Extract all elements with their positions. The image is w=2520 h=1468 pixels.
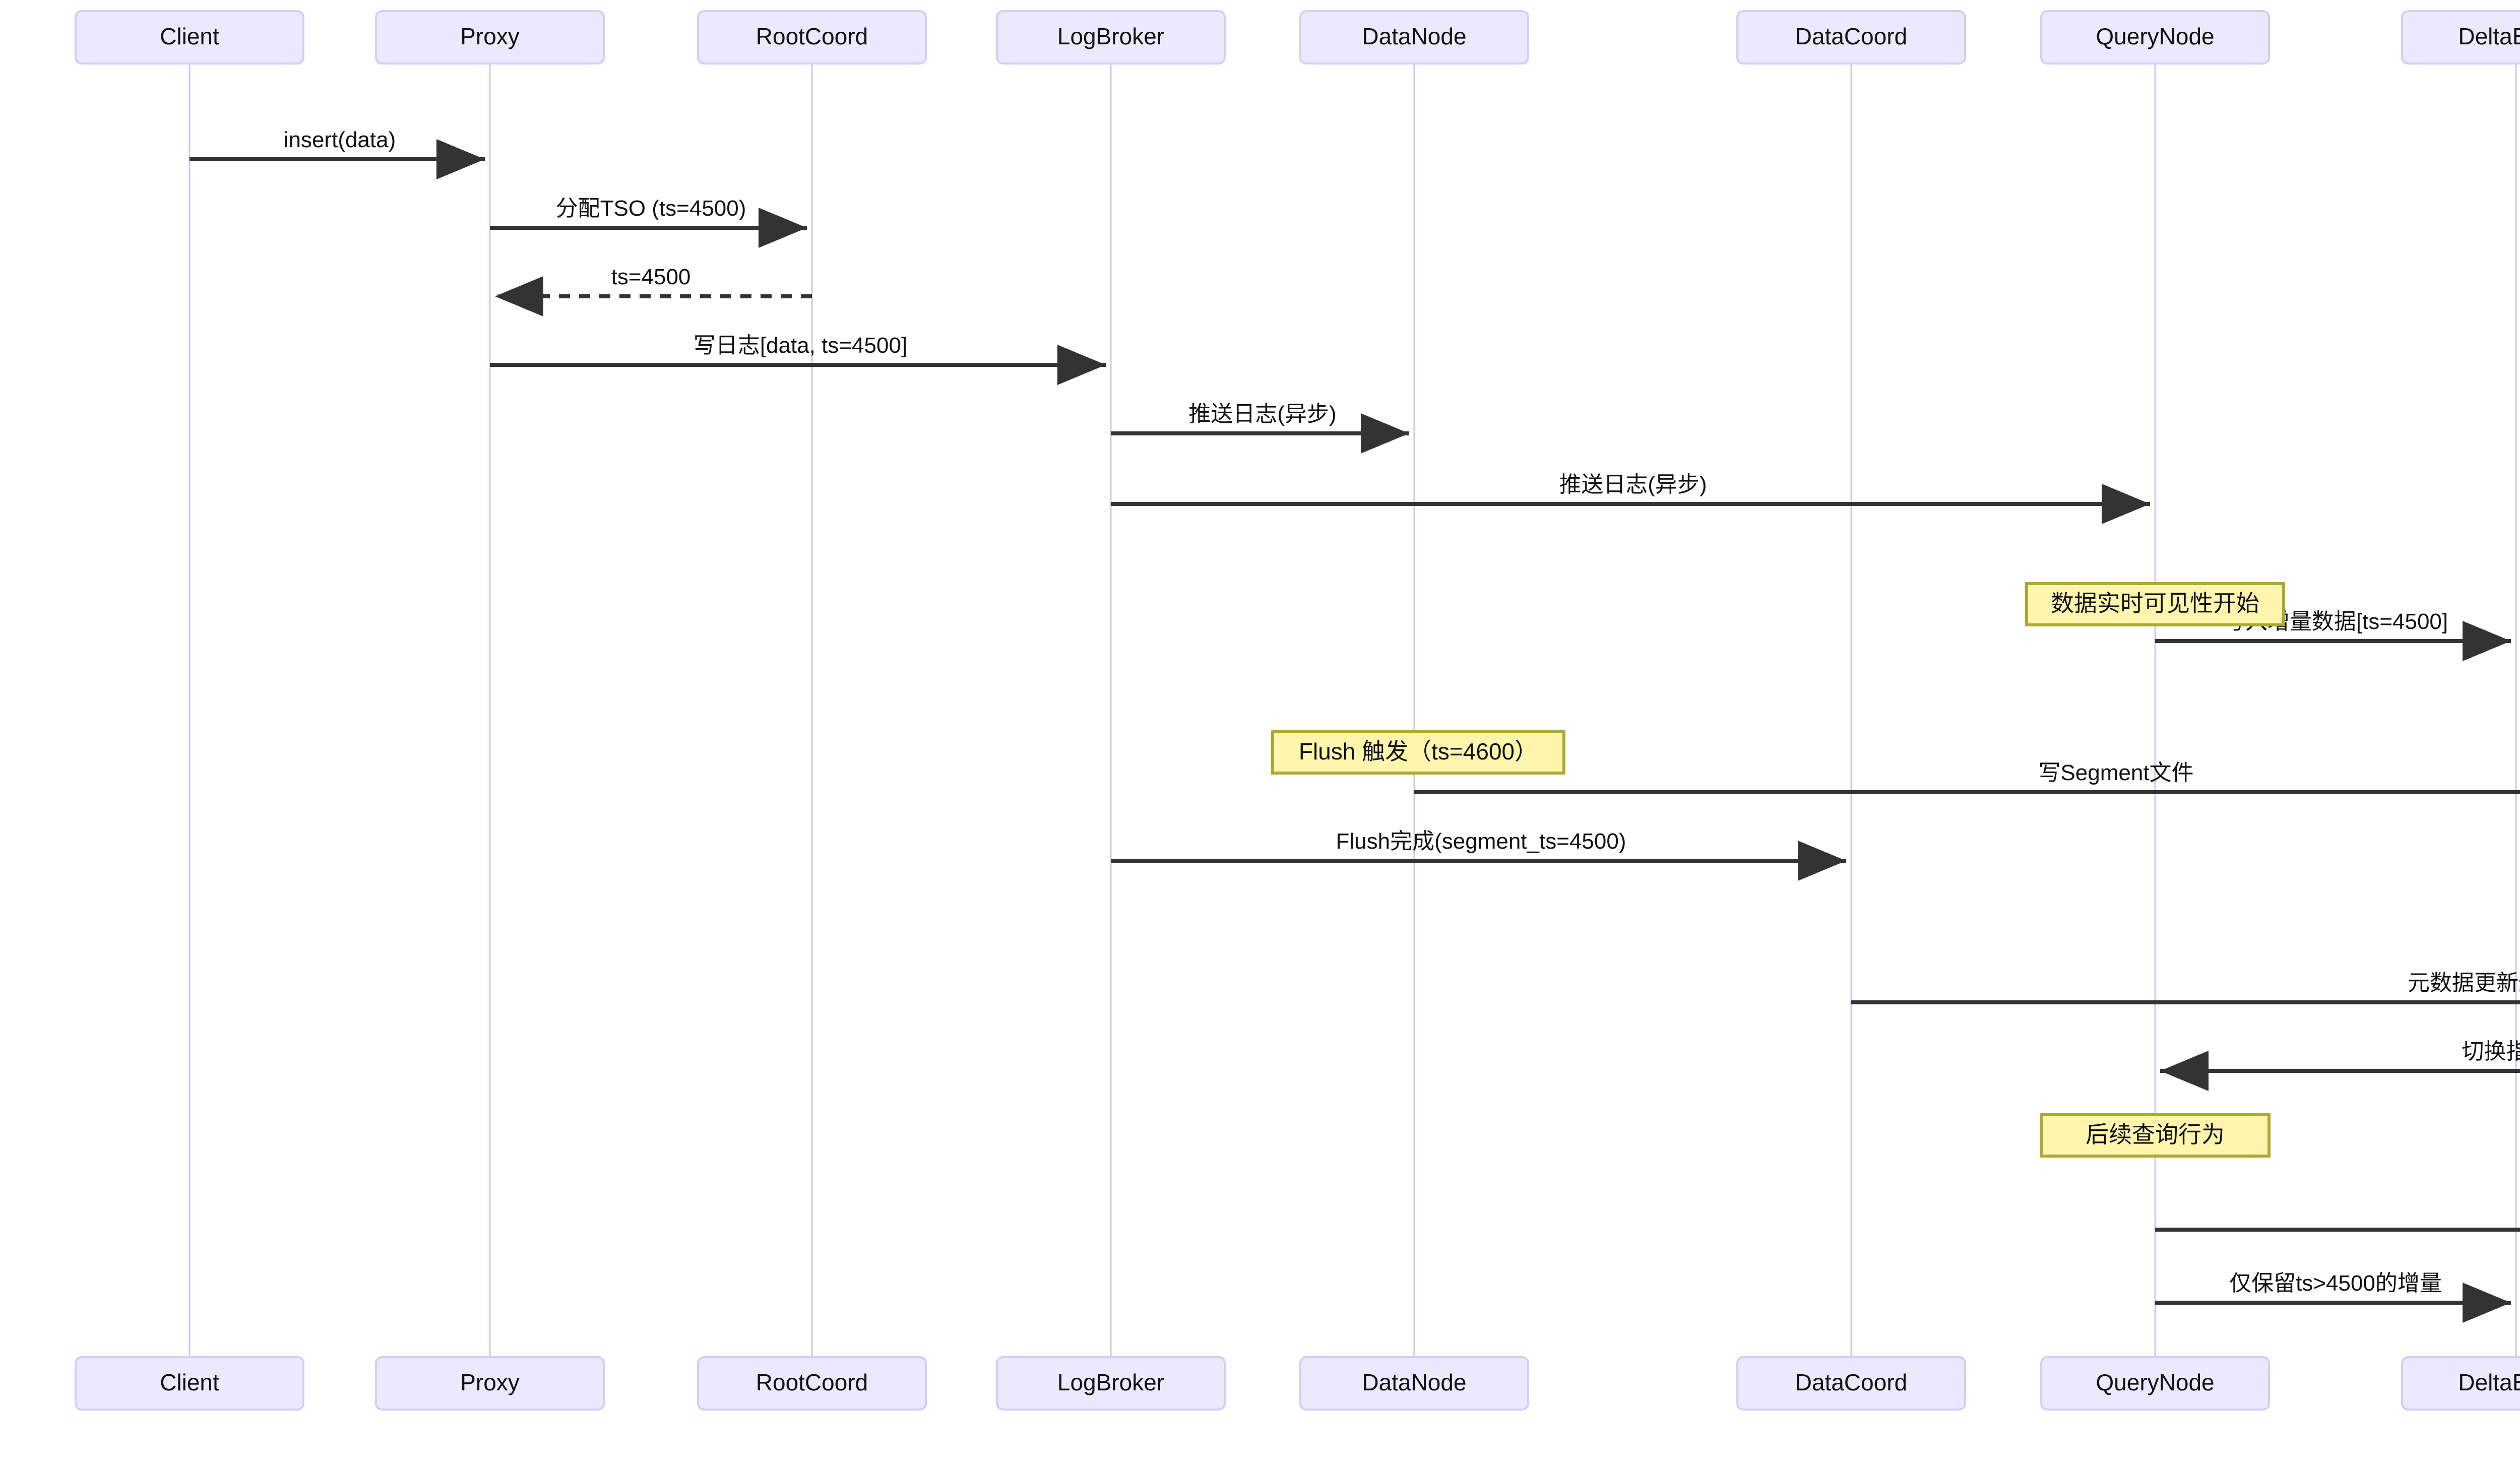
message-label-m1: insert(data): [284, 127, 396, 152]
note-box-n1: [2025, 582, 2285, 626]
actor-box-proxy-bottom[interactable]: [375, 1356, 605, 1411]
actor-label-logbroker-top: LogBroker: [1057, 23, 1164, 49]
actor-datacoord-top[interactable]: DataCoord: [1736, 10, 1966, 65]
message-label-m10: 元数据更新通知: [2408, 971, 2520, 995]
message-m1: insert(data): [190, 127, 485, 179]
actor-client-bottom[interactable]: Client: [75, 1356, 304, 1411]
actor-box-proxy-top[interactable]: [375, 10, 605, 65]
message-m8: 写Segment文件: [1414, 760, 2520, 794]
actor-querynode-top[interactable]: QueryNode: [2040, 10, 2270, 65]
actor-label-deltabuffer-bottom: DeltaBuffer: [2458, 1369, 2520, 1395]
actor-datanode-bottom[interactable]: DataNode: [1299, 1356, 1529, 1411]
actor-box-logbroker-bottom[interactable]: [996, 1356, 1226, 1411]
note-label-n2: Flush 触发（ts=4600）: [1299, 738, 1538, 764]
message-m9: Flush完成(segment_ts=4500): [1111, 829, 1846, 881]
message-label-m8: 写Segment文件: [2038, 760, 2193, 785]
actor-datacoord-bottom[interactable]: DataCoord: [1736, 1356, 1966, 1411]
note-label-n1: 数据实时可见性开始: [2051, 590, 2259, 616]
actor-box-deltabuffer-bottom[interactable]: [2401, 1356, 2520, 1411]
actor-box-deltabuffer-top[interactable]: [2401, 10, 2520, 65]
actor-box-datacoord-top[interactable]: [1736, 10, 1966, 65]
message-label-m4: 写日志[data, ts=4500]: [694, 333, 907, 358]
actor-querynode-bottom[interactable]: QueryNode: [2040, 1356, 2270, 1411]
actor-label-deltabuffer-top: DeltaBuffer: [2458, 23, 2520, 49]
message-label-m11: 切换指令: "停止使用ts≤4500的增量": [2462, 1039, 2520, 1064]
actor-label-querynode-top: QueryNode: [2096, 23, 2214, 49]
note-n2: Flush 触发（ts=4600）: [1271, 730, 1565, 775]
message-m13: 仅保留ts>4500的增量: [2155, 1271, 2511, 1323]
notes-layer: 数据实时可见性开始 Flush 触发（ts=4600） 后续查询行为: [1271, 582, 2285, 1158]
message-label-m13: 仅保留ts>4500的增量: [2229, 1271, 2442, 1296]
actor-label-querynode-bottom: QueryNode: [2096, 1369, 2214, 1395]
actor-box-rootcoord-bottom[interactable]: [697, 1356, 927, 1411]
actor-datanode-top[interactable]: DataNode: [1299, 10, 1529, 65]
actor-client-top[interactable]: Client: [75, 10, 304, 65]
actor-logbroker-bottom[interactable]: LogBroker: [996, 1356, 1226, 1411]
actor-deltabuffer-top[interactable]: DeltaBuffer: [2401, 10, 2520, 65]
messages-layer: insert(data) 分配TSO (ts=4500) ts=4500 写日志[da…: [190, 127, 2520, 1323]
message-label-m2: 分配TSO (ts=4500): [556, 196, 746, 221]
actor-box-client-bottom[interactable]: [75, 1356, 304, 1411]
actor-label-logbroker-bottom: LogBroker: [1057, 1369, 1164, 1395]
message-m3: ts=4500: [495, 265, 812, 316]
actor-deltabuffer-bottom[interactable]: DeltaBuffer: [2401, 1356, 2520, 1411]
note-n1: 数据实时可见性开始: [2025, 582, 2285, 626]
note-label-n3: 后续查询行为: [2086, 1121, 2225, 1147]
message-label-m5: 推送日志(异步): [1188, 402, 1336, 426]
message-m5: 推送日志(异步): [1111, 402, 1409, 454]
message-m2: 分配TSO (ts=4500): [490, 196, 807, 248]
actors-bottom-layer: Client Proxy RootCoord LogBroker DataNode Dat…: [75, 1356, 2520, 1411]
note-box-n2: [1271, 730, 1565, 775]
message-label-m9: Flush完成(segment_ts=4500): [1336, 829, 1626, 854]
actor-rootcoord-top[interactable]: RootCoord: [697, 10, 927, 65]
actor-label-datanode-bottom: DataNode: [1362, 1369, 1466, 1395]
note-n3: 后续查询行为: [2040, 1113, 2271, 1158]
actor-box-querynode-bottom[interactable]: [2040, 1356, 2270, 1411]
message-m10: 元数据更新通知: [1851, 971, 2520, 1004]
message-label-m6: 推送日志(异步): [1559, 472, 1707, 497]
actor-label-client-bottom: Client: [160, 1369, 219, 1395]
actor-label-datacoord-top: DataCoord: [1795, 23, 1907, 49]
actor-logbroker-top[interactable]: LogBroker: [996, 10, 1226, 65]
actor-box-datacoord-bottom[interactable]: [1736, 1356, 1966, 1411]
message-m4: 写日志[data, ts=4500]: [490, 333, 1106, 385]
actor-label-client-top: Client: [160, 23, 219, 49]
actor-label-proxy-top: Proxy: [460, 23, 520, 49]
actor-box-datanode-bottom[interactable]: [1299, 1356, 1529, 1411]
actor-proxy-bottom[interactable]: Proxy: [375, 1356, 605, 1411]
actor-box-client-top[interactable]: [75, 10, 304, 65]
actors-top-layer: Client Proxy RootCoord LogBroker DataNode Dat…: [75, 10, 2520, 65]
message-m11: 切换指令: "停止使用ts≤4500的增量": [2160, 1039, 2520, 1091]
lifelines-layer: [188, 63, 2517, 1357]
actor-proxy-top[interactable]: Proxy: [375, 10, 605, 65]
actor-label-rootcoord-top: RootCoord: [756, 23, 868, 49]
note-box-n3: [2040, 1113, 2271, 1158]
actor-box-logbroker-top[interactable]: [996, 10, 1226, 65]
actor-box-querynode-top[interactable]: [2040, 10, 2270, 65]
actor-box-datanode-top[interactable]: [1299, 10, 1529, 65]
actor-rootcoord-bottom[interactable]: RootCoord: [697, 1356, 927, 1411]
message-label-m3: ts=4500: [611, 265, 691, 289]
message-m6: 推送日志(异步): [1111, 472, 2150, 524]
message-m12: 加载新Segment(ts≤4500): [2155, 1228, 2520, 1232]
actor-label-datacoord-bottom: DataCoord: [1795, 1369, 1907, 1395]
actor-box-rootcoord-top[interactable]: [697, 10, 927, 65]
actor-label-datanode-top: DataNode: [1362, 23, 1466, 49]
actor-label-proxy-bottom: Proxy: [460, 1369, 520, 1395]
actor-label-rootcoord-bottom: RootCoord: [756, 1369, 868, 1395]
